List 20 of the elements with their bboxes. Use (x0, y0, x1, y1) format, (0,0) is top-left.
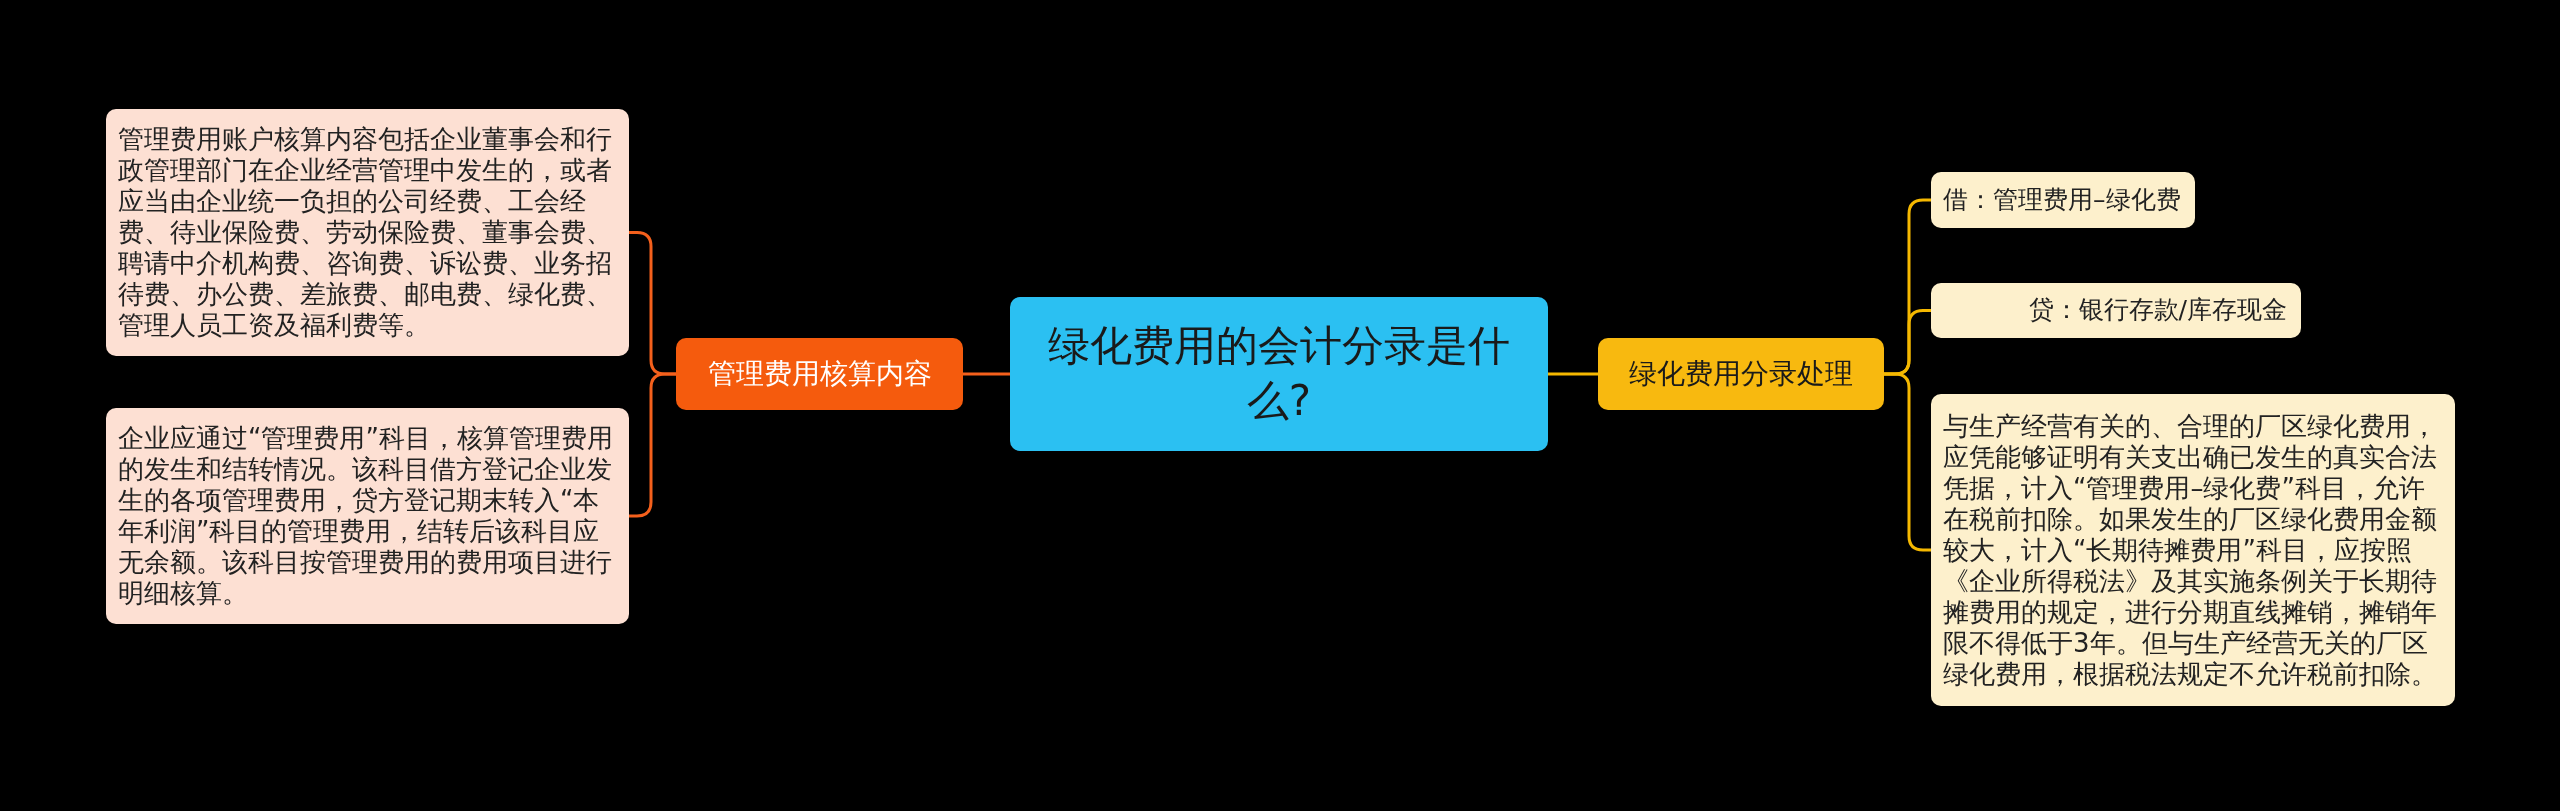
branch-label: 绿化费用分录处理 (1628, 355, 1854, 392)
note-box (106, 109, 629, 356)
note-box (1931, 394, 2455, 706)
entry-box (1931, 283, 2301, 338)
connector-line (629, 372, 676, 518)
note-text: 企业应通过“管理费用”科目，核算管理费用的发生和结转情况。该科目借方登记企业发生的各项管理费用，贷方登记期末转入“本年利润”科目的管理费用，结转后该科目应无余额。该科目按管理费用的费用项目进行明细核算。 (118, 423, 614, 609)
entry-box (1931, 172, 2195, 228)
note-box (106, 408, 629, 624)
note-text: 贷：银行存款/库存现金 (2027, 294, 2287, 327)
topic-box (1010, 297, 1548, 451)
connector-line (1548, 372, 1598, 376)
branch-label: 管理费用核算内容 (706, 355, 933, 392)
note-text: 借：管理费用–绿化费 (1943, 183, 2182, 216)
note-text: 管理费用账户核算内容包括企业董事会和行政管理部门在企业经营管理中发生的，或者应当由企业统一负担的公司经费、工会经费、待业保险费、劳动保险费、董事会费、聘请中介机构费、咨询费、诉讼费、业务招待费、办公费、差旅费、邮电费、绿化费、管理人员工资及福利费等。 (118, 124, 613, 341)
connector-line (1884, 372, 1931, 552)
branch-box (676, 338, 963, 410)
connector-line (963, 372, 1010, 376)
topic-title: 绿化费用的会计分录是什么? (1047, 320, 1511, 427)
branch-box (1598, 338, 1884, 410)
note-text: 与生产经营有关的、合理的厂区绿化费用，应凭能够证明有关支出确已发生的真实合法凭据，计入“管理费用–绿化费”科目，允许在税前扣除。如果发生的厂区绿化费用金额较大，计入“长期待摊费用”科目，应按照《企业所得税法》及其实施条例关于长期待摊费用的规定，进行分期直线摊销，摊销年限不得低于3年。但与生产经营无关的厂区绿化费用，根据税法规定不允许税前扣除。 (1943, 410, 2438, 690)
